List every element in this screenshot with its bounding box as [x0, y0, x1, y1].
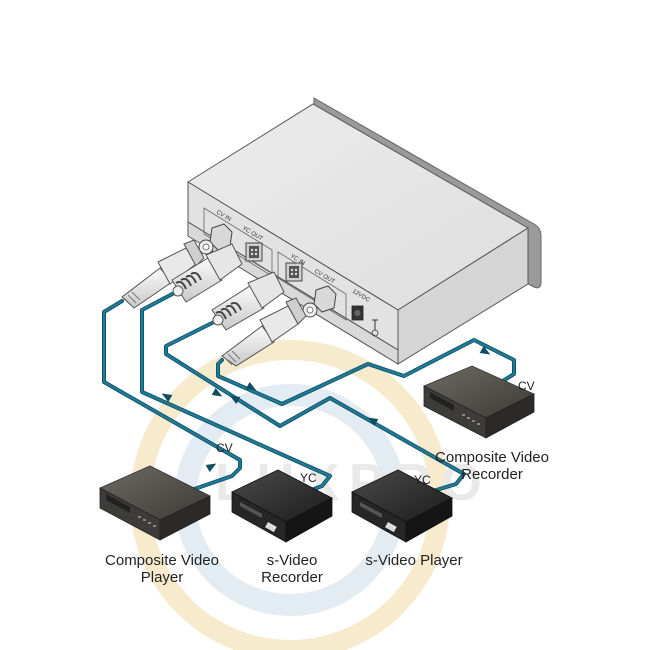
cables [102, 289, 516, 496]
signal-direction-arrow-icon [161, 393, 173, 402]
svideo-plug-yc-out [171, 243, 243, 303]
front-bezel [313, 97, 542, 289]
label-s-video-recorder-1: s-Video [267, 552, 318, 569]
cable-label-yc-recorder: YC [300, 471, 317, 485]
cable-yc-out-to-sv-recorder [140, 289, 332, 494]
cable-cv-out-to-cv-recorder [216, 338, 516, 406]
bnc-plug-cv-out [221, 297, 307, 367]
port-group-2-frame [277, 251, 347, 321]
main-unit: CV IN YC OUT YC IN CV OUT [187, 97, 542, 365]
device-composite-video-player[interactable] [99, 465, 211, 541]
cable-label-yc-player: YC [414, 473, 431, 487]
cable-yc-out-to-sv-recorder-line [140, 289, 332, 494]
power-socket[interactable] [351, 305, 364, 321]
unit-right-side [397, 227, 529, 365]
svideo-plug-yc-in [211, 271, 285, 331]
cable-cv-out-to-cv-recorder-line [216, 338, 516, 406]
cable-sv-player-to-yc-in [164, 318, 466, 494]
device-s-video-recorder[interactable] [231, 469, 333, 543]
signal-direction-arrow-icon [229, 395, 241, 404]
yc-out-socket[interactable] [245, 242, 263, 262]
device-s-video-player[interactable] [351, 469, 453, 543]
plugs [121, 239, 307, 367]
signal-direction-arrow-icon [211, 388, 223, 397]
label-s-video-player: s-Video Player [365, 552, 462, 569]
cv-in-bnc-socket[interactable] [198, 223, 233, 255]
bnc-plug-cv-in [121, 239, 205, 309]
cable-cv-player-to-cv-in-line [102, 299, 242, 496]
label-composite-video-recorder-1: Composite Video [435, 449, 549, 466]
cable-label-cv-player: CV [216, 441, 233, 455]
signal-direction-arrow-icon [479, 346, 491, 355]
signal-direction-arrow-icon [205, 463, 217, 472]
device-composite-video-recorder[interactable] [423, 365, 535, 439]
cv-out-bnc-socket[interactable] [302, 285, 337, 318]
cable-cv-player-to-cv-in [102, 299, 242, 496]
signal-direction-arrow-icon [245, 382, 257, 391]
label-composite-video-player-2: Player [141, 569, 184, 586]
cable-label-cv-recorder: CV [518, 379, 535, 393]
label-composite-video-player-1: Composite Video [105, 552, 219, 569]
label-composite-video-recorder-2: Recorder [461, 466, 523, 483]
yc-in-socket[interactable] [285, 262, 303, 282]
signal-direction-arrow-icon [367, 417, 379, 426]
ground-icon [371, 319, 379, 337]
label-s-video-recorder-2: Recorder [261, 569, 323, 586]
cable-sv-player-to-yc-in-line [164, 318, 466, 494]
